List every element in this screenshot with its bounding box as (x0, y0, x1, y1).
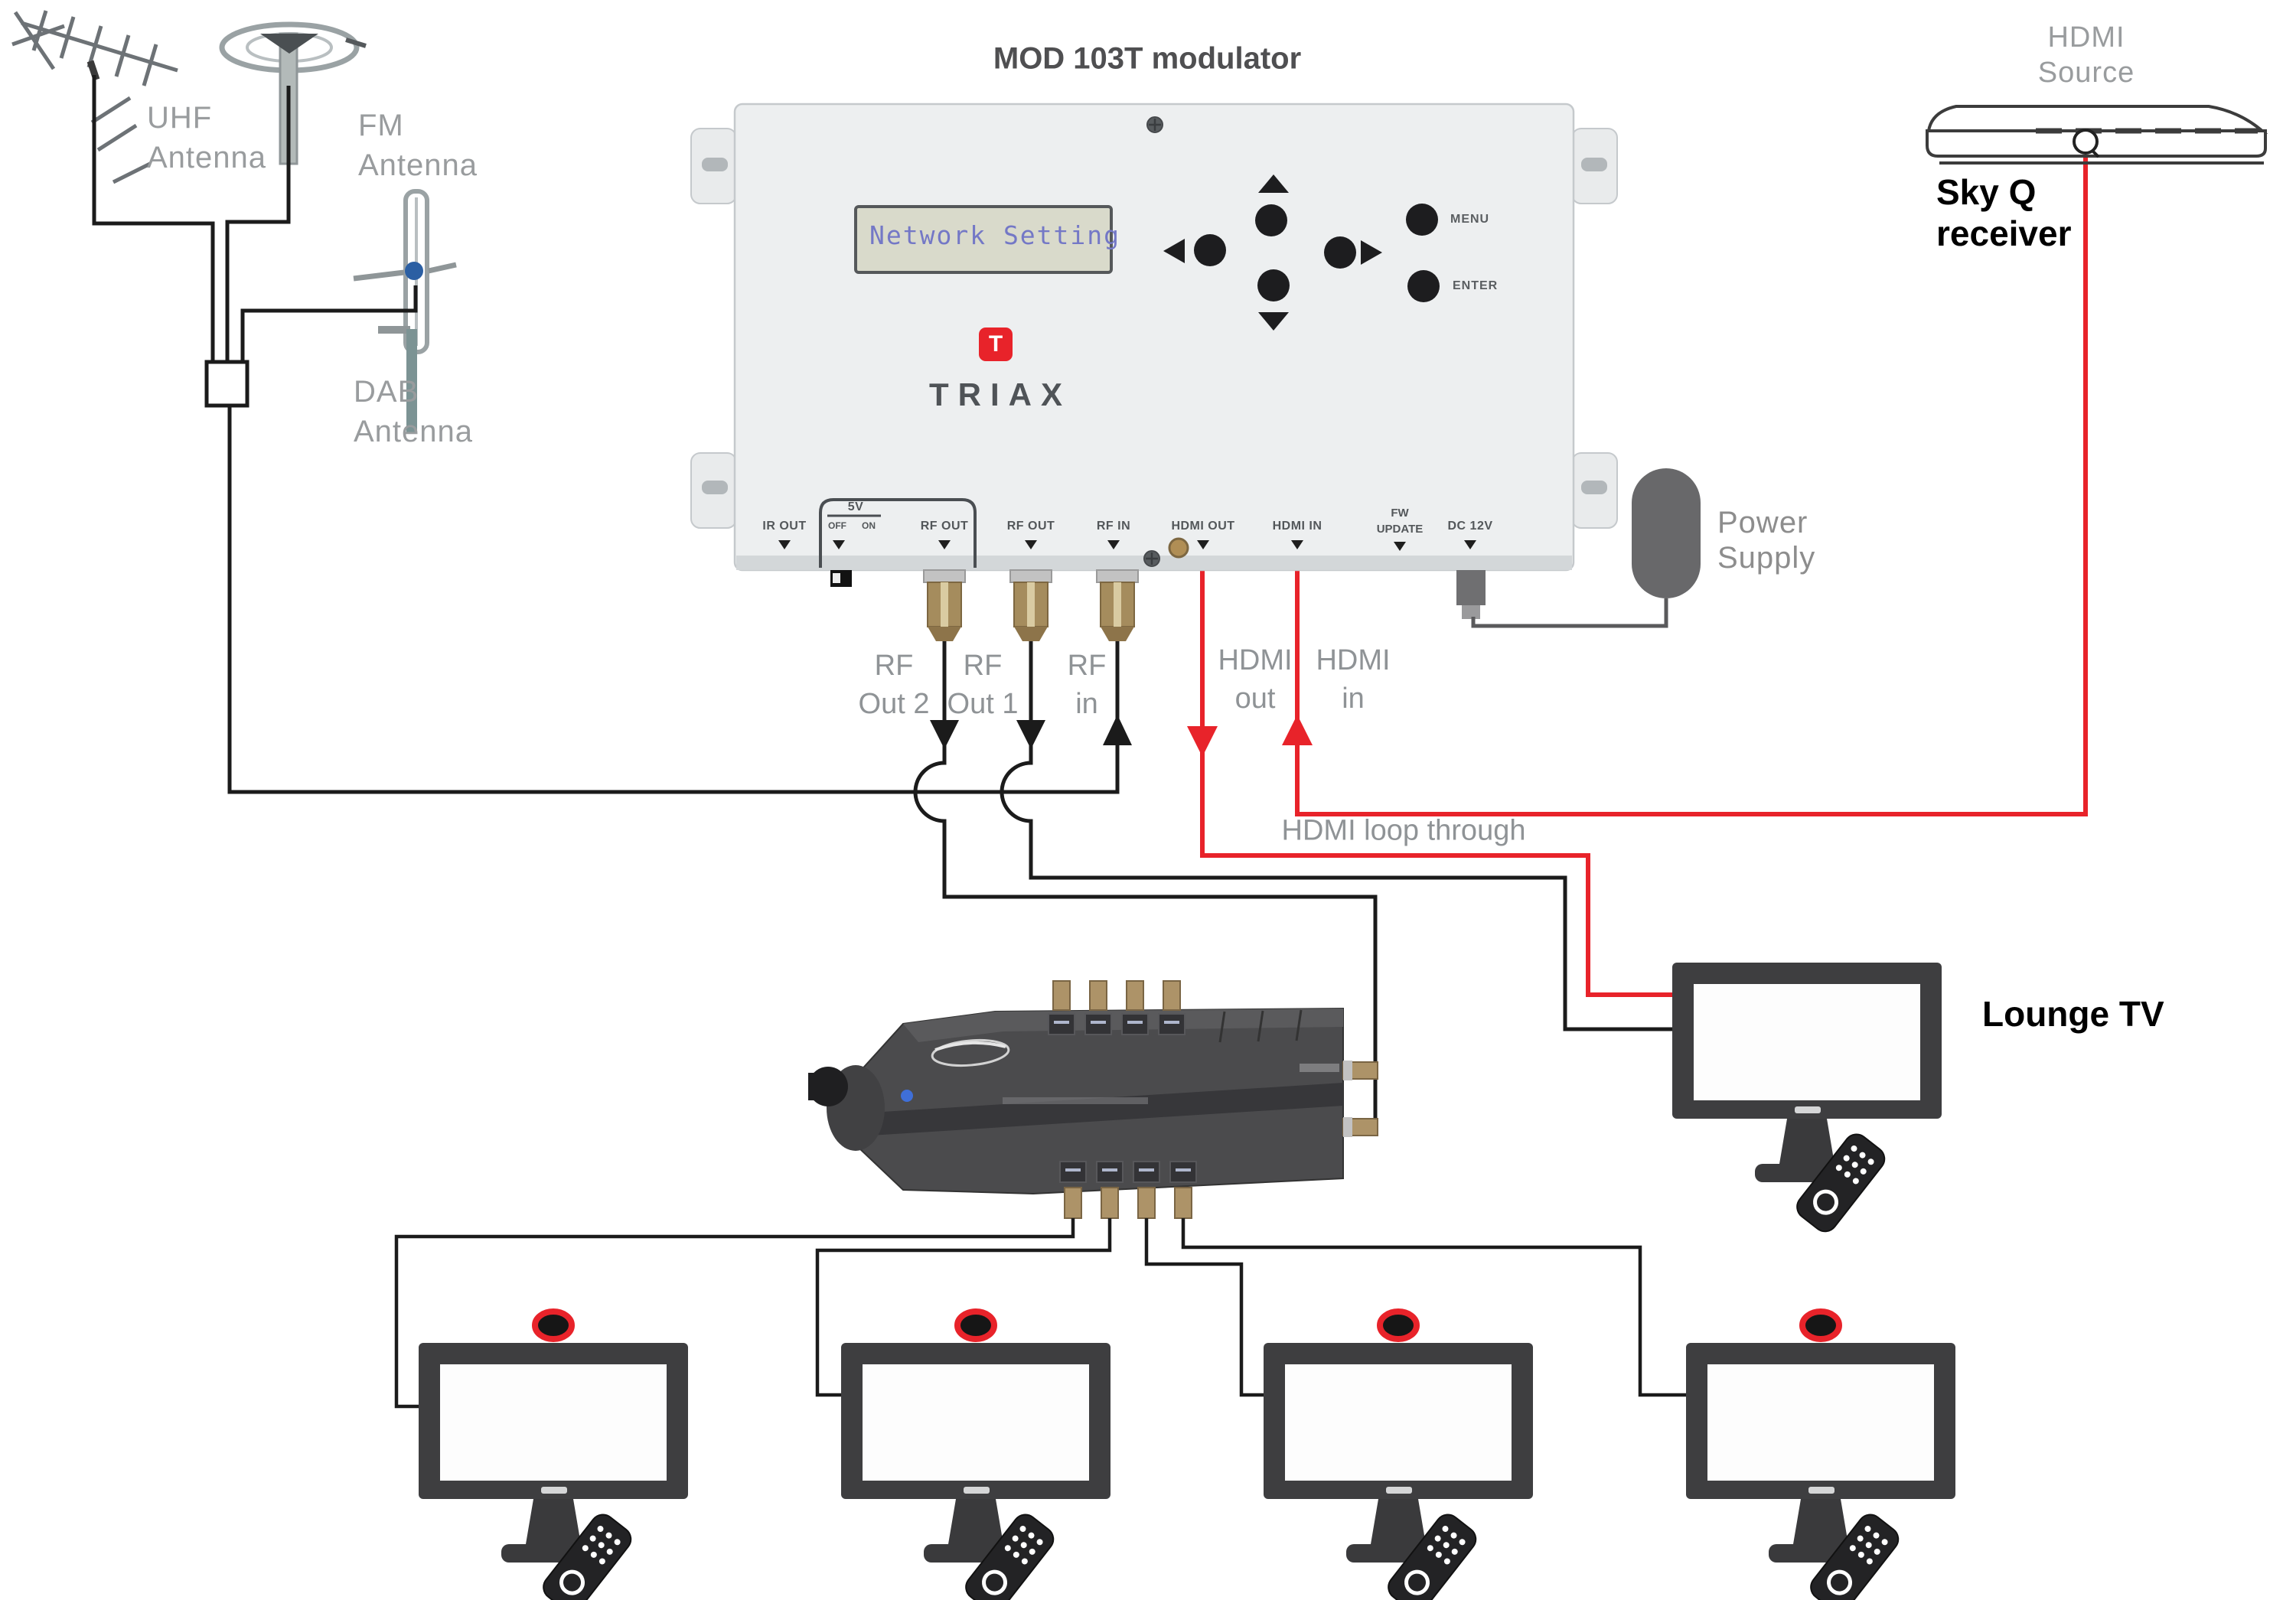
rf-in-arrow-up-icon (1103, 715, 1132, 745)
lounge-tv (1672, 963, 1942, 1237)
port-label-hdmi-out: HDMI OUT (1171, 520, 1235, 533)
keypad (1163, 174, 1440, 331)
lcd-display (854, 205, 1113, 274)
room-tv-3 (1264, 1308, 1533, 1600)
mount-slot-icon (1581, 481, 1607, 494)
uhf-antenna-icon (11, 10, 178, 184)
switch-label-off: OFF (828, 520, 846, 531)
amp-logo-icon (931, 1038, 1010, 1067)
ir-magic-eye-icon (532, 1308, 575, 1342)
room-tv-2 (841, 1308, 1110, 1600)
dc-power-plug[interactable] (1456, 570, 1486, 619)
power-supply-label: Power Supply (1717, 506, 1816, 575)
ir-magic-eye-icon (954, 1308, 997, 1342)
antenna-combiner-box (204, 360, 249, 408)
dab-cable (240, 285, 418, 362)
port-label-ir-out: IR OUT (762, 520, 807, 533)
up-button[interactable] (1255, 204, 1287, 236)
hdmi-out-port[interactable] (1168, 537, 1189, 559)
amp-out-cable-4 (1181, 1218, 1686, 1397)
arrow-right-icon (1361, 240, 1382, 265)
port-label-rf-in: RF IN (1096, 520, 1131, 533)
rf-out2-connector[interactable] (923, 569, 966, 641)
power-supply-unit (1632, 468, 1701, 598)
amp-out-cable-2 (815, 1218, 1112, 1397)
rf-out1-arrow-down-icon (1016, 720, 1045, 749)
sky-q-logo-icon (2073, 129, 2099, 155)
port-label-rf-out-b: RF OUT (1006, 520, 1055, 533)
hdmi-in-cable (1295, 150, 2088, 816)
hdmi-out-cable (1200, 569, 1672, 997)
triax-wordmark: TRIAX (929, 376, 1071, 412)
hdmi-loop-through-label: HDMI loop through (1281, 814, 1526, 847)
ir-magic-eye-icon (1377, 1308, 1420, 1342)
left-button[interactable] (1194, 234, 1226, 266)
sky-q-receiver-label: Sky Q receiver (1936, 172, 2072, 253)
port-label-fw-update: FW UPDATE (1376, 507, 1424, 536)
down-button[interactable] (1257, 269, 1290, 301)
5v-group-bracket (819, 498, 977, 568)
power-cable (1471, 598, 1668, 628)
amp-bottom-connectors (1059, 1161, 1197, 1219)
enter-button-label: ENTER (1453, 279, 1499, 292)
port-pointer-icons (778, 540, 1476, 551)
rf-out1-cable (1000, 639, 1672, 1031)
triax-logo-icon: T (979, 327, 1013, 361)
switch-label-on: ON (862, 520, 876, 531)
hdmi-out-label: HDMI out (1218, 644, 1293, 715)
arrow-down-icon (1258, 312, 1289, 331)
ir-magic-eye-icon (1799, 1308, 1842, 1342)
lcd-text: Network Setting (869, 220, 1121, 250)
dab-antenna-label: DAB Antenna (354, 375, 474, 448)
modulator-device (690, 103, 1618, 641)
arrow-up-icon (1258, 174, 1289, 193)
amp-out-cable-1 (394, 1218, 1075, 1409)
sky-q-box (1926, 105, 2268, 165)
hdmi-in-arrow-up-icon (1282, 715, 1313, 745)
rf-out1-connector[interactable] (1009, 569, 1052, 641)
mount-slot-icon (702, 481, 728, 494)
rf-out-2-label: RF Out 2 (858, 650, 930, 720)
rf-out-1-label: RF Out 1 (947, 650, 1019, 720)
room-tv-1 (419, 1308, 688, 1600)
rf-in-connector[interactable] (1096, 569, 1139, 641)
lounge-tv-label: Lounge TV (1982, 994, 2164, 1034)
port-label-rf-out-a: RF OUT (920, 520, 969, 533)
amp-top-connectors (1048, 980, 1303, 1043)
uhf-cable (92, 75, 215, 362)
mount-slot-icon (702, 158, 728, 171)
port-label-5v: 5V (847, 500, 864, 513)
room-tv-4 (1686, 1308, 1955, 1600)
rf-in-label: RF in (1067, 650, 1107, 720)
hdmi-out-arrow-down-icon (1187, 726, 1218, 757)
fm-antenna-label: FM Antenna (358, 109, 478, 182)
amp-side-connectors (1342, 1061, 1378, 1137)
hdmi-in-label: HDMI in (1316, 644, 1391, 715)
uhf-antenna-label: UHF Antenna (147, 101, 267, 174)
port-label-dc-12v: DC 12V (1447, 520, 1493, 533)
dab-antenna-icon (353, 189, 457, 433)
menu-button-label: MENU (1450, 213, 1490, 226)
mount-slot-icon (1581, 158, 1607, 171)
arrow-left-icon (1163, 239, 1185, 263)
screw-icon (1143, 550, 1160, 567)
menu-button[interactable] (1406, 204, 1438, 236)
amp-led-icon (901, 1090, 913, 1102)
amplifier-device (808, 980, 1378, 1219)
right-button[interactable] (1324, 236, 1356, 269)
rf-out2-cable (913, 639, 1378, 1129)
port-label-hdmi-in: HDMI IN (1272, 520, 1322, 533)
screw-icon (1146, 116, 1163, 133)
fm-cable (225, 86, 291, 362)
diagram-title: MOD 103T modulator (993, 41, 1302, 76)
rf-out2-arrow-down-icon (930, 720, 959, 749)
hdmi-source-label: HDMI Source (2037, 21, 2135, 89)
enter-button[interactable] (1407, 270, 1440, 302)
amp-out-cable-3 (1144, 1218, 1264, 1397)
5v-switch[interactable] (830, 570, 852, 587)
